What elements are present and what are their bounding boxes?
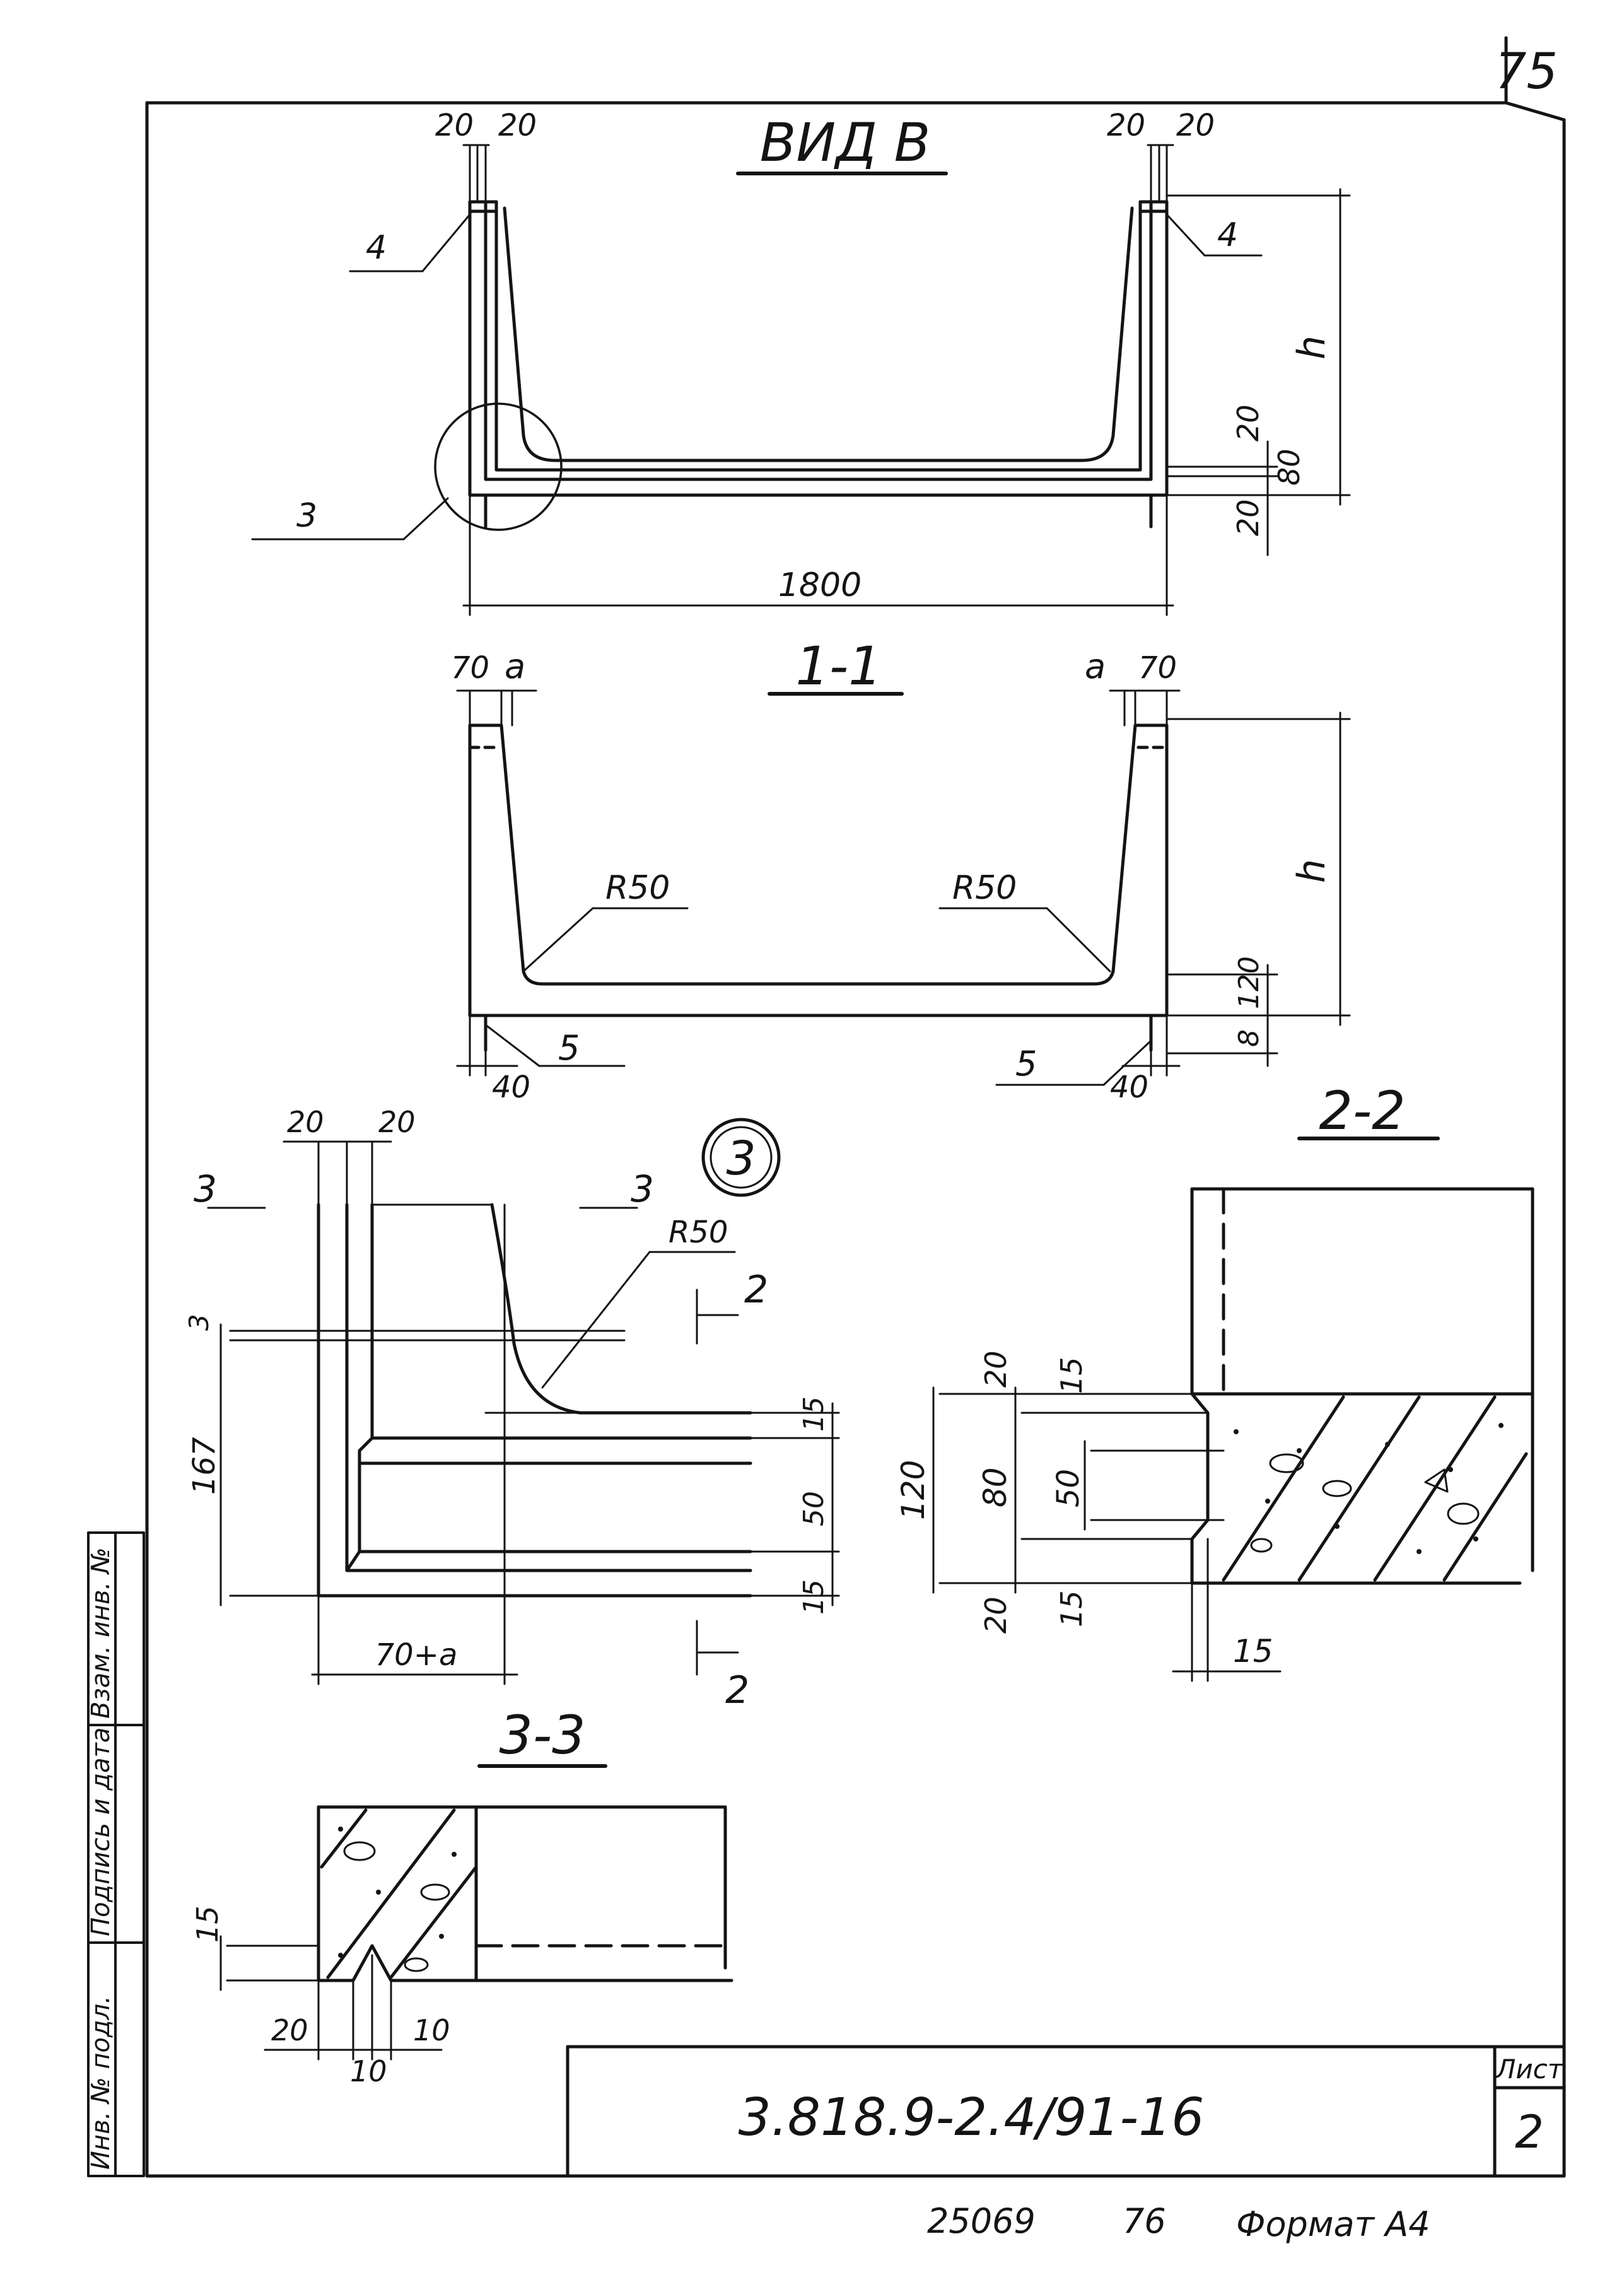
section-2-2-dim-50: 50 [1051, 1469, 1086, 1507]
view-b-callout-3: 3 [296, 497, 317, 535]
detail-3-dim-3: 3 [184, 1314, 214, 1331]
detail-3-radius: R50 [669, 1215, 728, 1250]
stamp-vzam-inv: Взам. инв. № [86, 1547, 115, 1719]
view-b-dim-80: 80 [1272, 448, 1306, 486]
section-3-3-dim-10-b: 10 [413, 2013, 450, 2047]
section-1-1-dim-h: h [1290, 859, 1334, 883]
page-number: 75 [1495, 44, 1558, 100]
section-1-1: 1-1 [451, 635, 1351, 1105]
view-b-dimensions [251, 144, 1351, 616]
view-b-dim-20-bottom: 20 [1231, 499, 1265, 536]
sheet-label: Лист [1495, 2054, 1564, 2085]
detail-3-cut-2-bottom: 2 [725, 1668, 749, 1712]
detail-3-dim-70a: 70+a [375, 1637, 458, 1673]
section-1-1-radius-right: R50 [952, 869, 1017, 907]
detail-3-dim-15-top: 15 [798, 1396, 830, 1432]
section-2-2: 2-2 [895, 1080, 1534, 1682]
section-2-2-dim-15-bottom: 15 [1054, 1590, 1089, 1627]
section-2-2-title: 2-2 [1319, 1080, 1405, 1142]
detail-3-outline [317, 1203, 752, 1598]
section-3-3-outline [317, 1805, 733, 1982]
section-3-3-pebbles [343, 1841, 450, 1972]
detail-3-dimensions [207, 1140, 840, 1685]
section-2-2-dim-15-width: 15 [1233, 1633, 1273, 1670]
title-block [566, 2045, 1566, 2178]
side-stamp [87, 1531, 145, 2177]
view-b-title: ВИД В [760, 112, 930, 173]
section-1-1-dim-40-right: 40 [1110, 1070, 1148, 1105]
view-b-dim-20-d: 20 [1176, 108, 1215, 143]
section-1-1-radius-left: R50 [605, 869, 670, 907]
view-b-callout-4-right: 4 [1217, 216, 1238, 254]
section-3-3-dim-20: 20 [271, 2013, 308, 2047]
section-2-2-pebbles [1250, 1453, 1480, 1553]
section-3-3: 3-3 [190, 1704, 733, 2088]
section-1-1-callout-5-left: 5 [558, 1028, 580, 1068]
view-b-callout-4-left: 4 [366, 229, 387, 267]
section-2-2-dim-80: 80 [977, 1467, 1014, 1507]
stamp-podpis-data: Подпись и дата [86, 1728, 115, 1936]
sheet-number: 2 [1515, 2105, 1544, 2158]
detail-3-cut-2-top: 2 [744, 1268, 768, 1312]
section-1-1-dim-a-left: a [505, 646, 525, 686]
section-2-2-aggregate [1234, 1423, 1504, 1554]
page-ref: 76 [1123, 2201, 1166, 2241]
section-2-2-dim-20-bottom: 20 [979, 1596, 1013, 1634]
section-1-1-outline [468, 723, 1169, 1052]
section-3-3-aggregate [338, 1827, 457, 1958]
detail-3-dim-15-bottom: 15 [798, 1579, 830, 1615]
sheet-frame [145, 36, 1566, 2178]
drawing-code: 3.818.9-2.4/91-16 [739, 2088, 1205, 2148]
detail-3-marker-circle [701, 1118, 781, 1197]
section-1-1-title: 1-1 [795, 635, 882, 697]
view-b-dim-20-a: 20 [435, 108, 474, 143]
detail-3-dim-50: 50 [798, 1491, 830, 1526]
section-2-2-dim-15-top: 15 [1054, 1357, 1089, 1394]
view-b-dim-20-b: 20 [498, 108, 537, 143]
section-1-1-dimensions [456, 689, 1351, 1086]
section-2-2-dimensions [932, 1386, 1282, 1682]
detail-3-marker: 3 [726, 1132, 756, 1186]
view-b-outline [434, 200, 1169, 531]
detail-3-dim-167: 167 [187, 1437, 222, 1495]
detail-3-dim-20-b: 20 [378, 1105, 416, 1139]
stamp-inv-podl: Инв. № подл. [86, 1996, 115, 2170]
view-b-dim-20-c: 20 [1107, 108, 1145, 143]
detail-3: 3 [184, 1105, 840, 1712]
section-1-1-dim-70-left: 70 [451, 650, 489, 686]
view-b-dim-width: 1800 [778, 566, 862, 604]
detail-3-cut-left: 3 [194, 1167, 217, 1210]
section-1-1-dim-40-left: 40 [492, 1070, 530, 1105]
section-1-1-dim-a-right: a [1085, 646, 1106, 686]
detail-3-cut-right: 3 [631, 1167, 654, 1210]
section-2-2-dim-120: 120 [895, 1460, 932, 1520]
archive-number: 25069 [927, 2201, 1036, 2241]
section-2-2-outline [1190, 1187, 1534, 1585]
section-1-1-dim-120: 120 [1233, 956, 1265, 1009]
detail-3-dim-20-a: 20 [287, 1105, 324, 1139]
section-1-1-dim-8: 8 [1233, 1029, 1265, 1047]
paper-format: Формат А4 [1236, 2204, 1430, 2244]
section-3-3-dimensions [219, 1935, 443, 2061]
view-b-dim-20-top: 20 [1231, 404, 1265, 442]
section-3-3-title: 3-3 [499, 1704, 585, 1766]
section-2-2-dim-20-top: 20 [979, 1350, 1013, 1388]
section-1-1-callout-5-right: 5 [1015, 1044, 1037, 1084]
section-1-1-dim-70-right: 70 [1138, 650, 1177, 686]
section-3-3-dim-15: 15 [190, 1905, 225, 1943]
section-3-3-dim-10-a: 10 [350, 2054, 387, 2088]
view-b: ВИД В [251, 108, 1351, 616]
view-b-dim-h: h [1290, 336, 1334, 360]
